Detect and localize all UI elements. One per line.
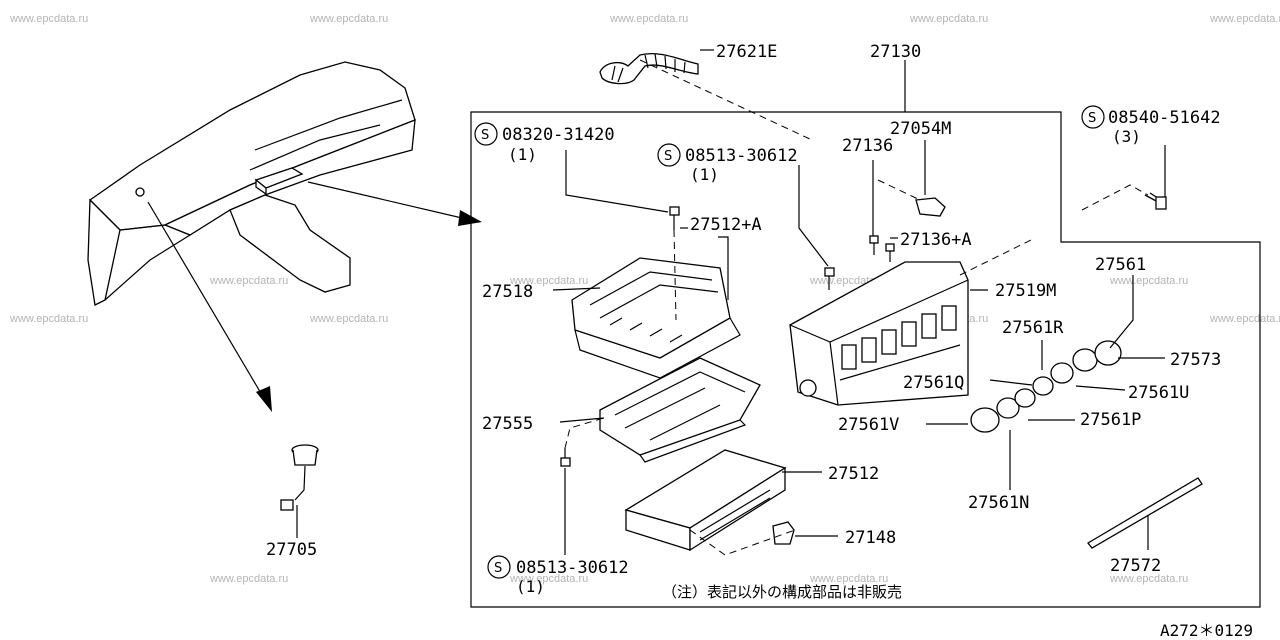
label-27561: 27561 xyxy=(1095,255,1146,275)
label-27518: 27518 xyxy=(482,282,533,302)
label-27561P: 27561P xyxy=(1080,410,1141,430)
trim-strip xyxy=(1087,477,1203,549)
control-bracket xyxy=(571,257,741,379)
qty-08513-top: (1) xyxy=(690,165,719,184)
label-27561V: 27561V xyxy=(838,415,899,435)
svg-text:S: S xyxy=(664,149,672,164)
watermark: www.epcdata.ru xyxy=(309,313,388,325)
dashboard-illustration xyxy=(87,61,416,306)
part-labels: 27621E 27130 27054M 08540-51642 (3) 0832… xyxy=(266,42,1221,596)
label-27561Q: 27561Q xyxy=(903,373,964,393)
sensor-27705 xyxy=(280,444,319,511)
aspirator-hose xyxy=(599,53,699,85)
label-27148: 27148 xyxy=(845,528,896,548)
label-27572: 27572 xyxy=(1110,556,1161,576)
standard-part-symbols: S S S S xyxy=(474,105,1105,579)
control-unit xyxy=(624,449,787,552)
watermark: www.epcdata.ru xyxy=(309,13,388,25)
label-27054M: 27054M xyxy=(890,119,951,139)
s-symbol-08540: S xyxy=(1081,105,1105,129)
watermark-layer: www.epcdata.ru www.epcdata.ru www.epcdat… xyxy=(9,13,1280,585)
qty-08320: (1) xyxy=(508,145,537,164)
watermark: www.epcdata.ru xyxy=(9,313,88,325)
label-27573: 27573 xyxy=(1170,350,1221,370)
bulb-27148 xyxy=(772,521,795,545)
face-panel xyxy=(789,261,969,406)
label-08513-30612-top: 08513-30612 xyxy=(685,146,798,166)
label-27561R: 27561R xyxy=(1002,318,1064,338)
watermark: www.epcdata.ru xyxy=(209,573,288,585)
knob-row xyxy=(970,340,1122,433)
svg-text:S: S xyxy=(481,128,489,143)
watermark: www.epcdata.ru xyxy=(1209,13,1280,25)
s-symbol-08513-top: S xyxy=(657,143,681,167)
label-27561U: 27561U xyxy=(1128,383,1189,403)
label-27136: 27136 xyxy=(842,136,893,156)
watermark: www.epcdata.ru xyxy=(909,13,988,25)
watermark: www.epcdata.ru xyxy=(1209,313,1280,325)
svg-text:S: S xyxy=(1088,111,1096,126)
qty-08540: (3) xyxy=(1112,127,1141,146)
label-08513-30612-bottom: 08513-30612 xyxy=(516,558,629,578)
watermark: www.epcdata.ru xyxy=(1109,275,1188,287)
watermark: www.epcdata.ru xyxy=(1109,573,1188,585)
leader-lines xyxy=(296,49,1166,556)
pointer-arrows xyxy=(147,181,482,412)
watermark: www.epcdata.ru xyxy=(209,275,288,287)
label-08320-31420: 08320-31420 xyxy=(502,125,615,145)
label-27130: 27130 xyxy=(870,42,921,62)
assembly-frame xyxy=(470,111,1261,608)
label-08540-51642: 08540-51642 xyxy=(1108,108,1221,128)
bolt-08540 xyxy=(1144,192,1167,210)
watermark: www.epcdata.ru xyxy=(609,13,688,25)
s-symbol-08513-bottom: S xyxy=(487,555,511,579)
back-panel xyxy=(599,357,761,463)
label-27561N: 27561N xyxy=(968,493,1029,513)
label-27705: 27705 xyxy=(266,540,317,560)
s-symbol-08320: S xyxy=(474,122,498,146)
watermark: www.epcdata.ru xyxy=(809,573,888,585)
label-27512: 27512 xyxy=(828,464,879,484)
label-27519M: 27519M xyxy=(995,281,1056,301)
watermark: www.epcdata.ru xyxy=(509,573,588,585)
label-27512A: 27512+A xyxy=(690,215,762,235)
footnote: （注）表記以外の構成部品は非販売 xyxy=(662,583,902,601)
label-27621E: 27621E xyxy=(716,42,777,62)
diagram-code: A272＊0129 xyxy=(1160,621,1253,640)
watermark: www.epcdata.ru xyxy=(509,275,588,287)
label-27136A: 27136+A xyxy=(900,230,972,250)
watermark: www.epcdata.ru xyxy=(9,13,88,25)
svg-text:S: S xyxy=(494,561,502,576)
screws xyxy=(560,197,946,467)
qty-08513-bottom: (1) xyxy=(516,577,545,596)
label-27555: 27555 xyxy=(482,414,533,434)
